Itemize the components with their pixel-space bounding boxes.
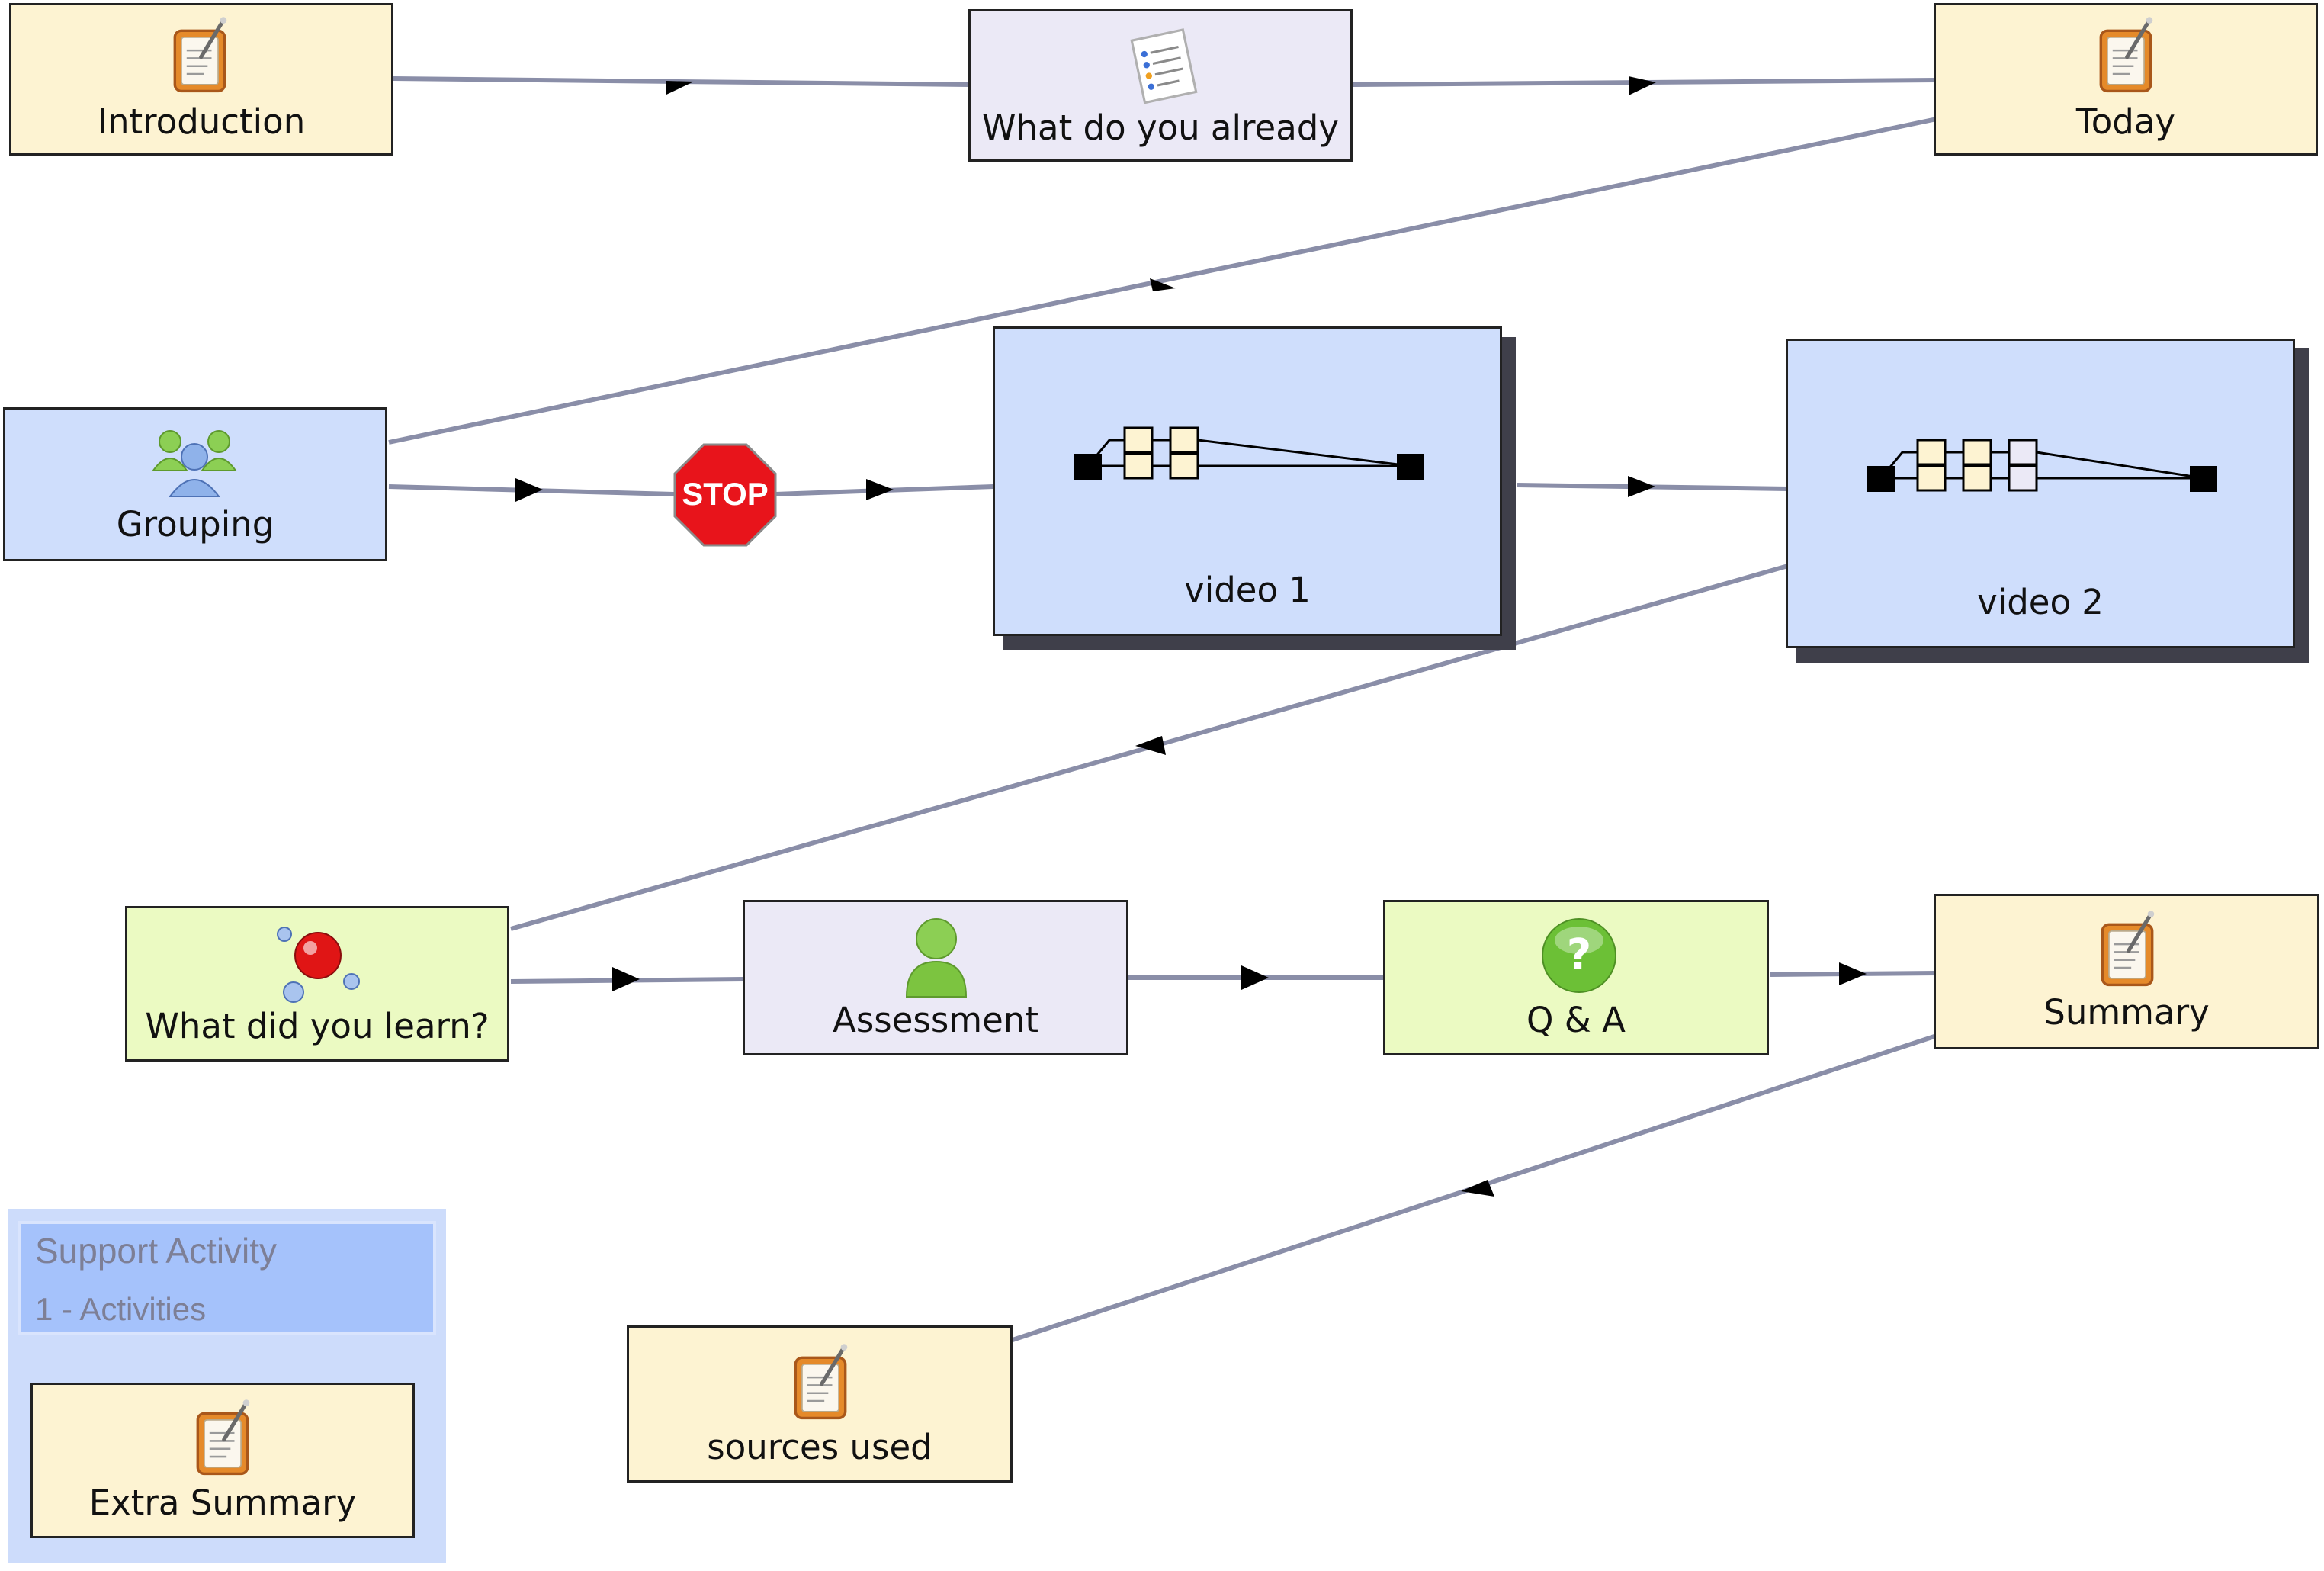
- support-activity-title: Support Activity: [35, 1231, 278, 1271]
- sequence-video-2[interactable]: video 2: [1786, 339, 2295, 648]
- stop-gate[interactable]: STOP: [672, 442, 778, 548]
- people-group-icon: [152, 430, 237, 497]
- activity-extra-summary[interactable]: Extra Summary: [30, 1383, 415, 1538]
- activity-sources-used[interactable]: sources used: [627, 1325, 1013, 1483]
- svg-text:?: ?: [1567, 930, 1591, 980]
- activity-label: Summary: [2043, 992, 2210, 1033]
- stop-label: STOP: [682, 476, 769, 512]
- support-activity-header: Support Activity 1 - Activities: [18, 1221, 436, 1335]
- notebook-icon: [788, 1343, 853, 1422]
- question-icon: ?: [1542, 918, 1616, 993]
- activity-today[interactable]: Today: [1934, 3, 2318, 156]
- support-activity-count: 1 - Activities: [35, 1291, 207, 1327]
- activity-what-do-you-already[interactable]: What do you already: [968, 9, 1353, 162]
- sequence-branch-icon: [1867, 439, 2217, 492]
- activity-label: Today: [2075, 101, 2176, 142]
- activity-summary[interactable]: Summary: [1934, 894, 2319, 1049]
- support-activity-container[interactable]: Support Activity 1 - Activities Extra Su…: [8, 1209, 446, 1563]
- sequence-branch-icon: [1074, 426, 1424, 480]
- activity-label: Q & A: [1526, 1000, 1626, 1040]
- activity-label: What did you learn?: [145, 1006, 490, 1046]
- activity-label: Extra Summary: [88, 1483, 357, 1523]
- activity-label: Introduction: [97, 101, 306, 142]
- activity-what-did-you-learn[interactable]: What did you learn?: [125, 906, 509, 1062]
- person-icon: [905, 918, 968, 998]
- notebook-icon: [190, 1399, 255, 1478]
- activity-label: sources used: [707, 1427, 932, 1467]
- activity-label: Assessment: [833, 1000, 1038, 1040]
- notebook-icon: [167, 16, 233, 95]
- activity-label: video 2: [1977, 582, 2104, 622]
- activity-q-and-a[interactable]: ? Q & A: [1383, 900, 1769, 1055]
- activity-grouping[interactable]: Grouping: [3, 407, 387, 561]
- stop-sign-icon: [673, 443, 777, 547]
- notebook-icon: [2093, 16, 2159, 95]
- checklist-icon: [1130, 28, 1198, 104]
- activity-label: What do you already: [982, 108, 1339, 148]
- activity-assessment[interactable]: Assessment: [743, 900, 1128, 1055]
- activity-label: Grouping: [116, 504, 274, 545]
- notebook-icon: [2094, 910, 2160, 989]
- activity-label: video 1: [1184, 570, 1311, 610]
- sequence-video-1[interactable]: video 1: [993, 326, 1502, 636]
- activity-introduction[interactable]: Introduction: [9, 3, 393, 156]
- molecule-icon: [277, 927, 360, 1003]
